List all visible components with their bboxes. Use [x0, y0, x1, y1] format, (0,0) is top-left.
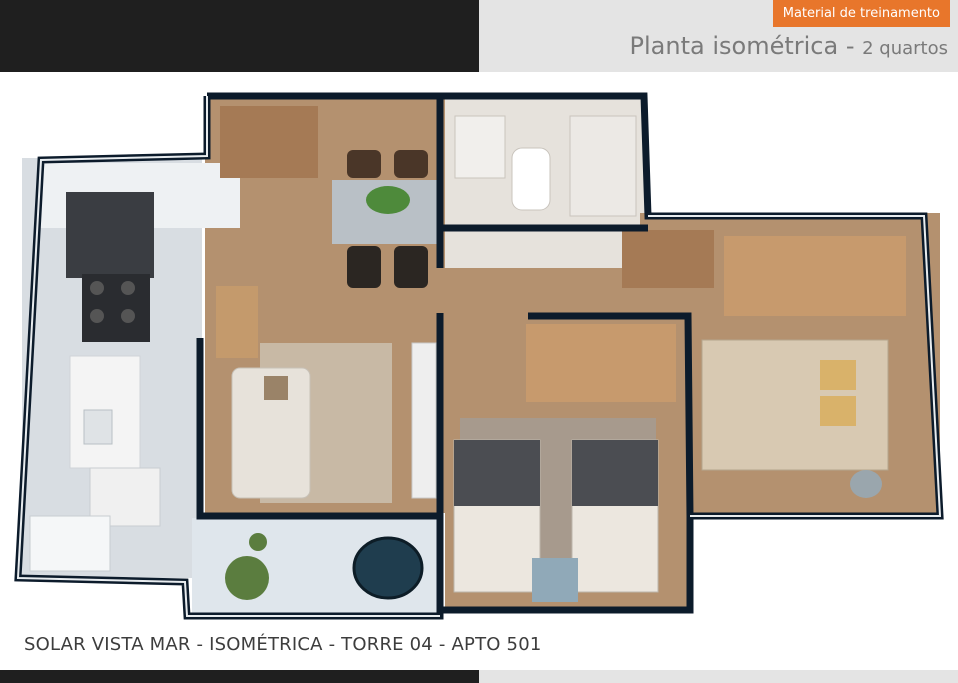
title-separator: - — [838, 32, 863, 60]
cushion — [264, 376, 288, 400]
chair — [394, 246, 428, 288]
footer-light-band — [479, 670, 958, 683]
plant — [850, 470, 882, 498]
closet — [526, 324, 676, 402]
bed-blanket — [454, 440, 540, 506]
bathroom — [454, 115, 637, 217]
inner-wall-lines — [16, 96, 942, 617]
title-sub: 2 quartos — [862, 38, 948, 59]
kitchen-sink — [83, 409, 113, 445]
toilet — [511, 147, 551, 211]
chair — [394, 150, 428, 178]
kitchen — [29, 163, 240, 572]
refrigerator — [66, 192, 154, 278]
burner — [121, 309, 135, 323]
chair — [347, 150, 381, 178]
shower — [569, 115, 637, 217]
bedroom-1 — [453, 324, 676, 602]
wardrobe — [724, 236, 906, 316]
isometric-floor-plan — [14, 92, 944, 620]
bedroom-2 — [622, 230, 906, 498]
training-material-badge: Material de treinamento — [772, 0, 950, 27]
cabinet — [216, 286, 258, 358]
tv-rack — [411, 342, 437, 499]
bathroom-sink — [454, 115, 506, 179]
balcony — [225, 533, 424, 600]
living-room — [216, 106, 438, 503]
nightstand — [532, 558, 578, 602]
header-dark-band — [0, 0, 479, 72]
pillow — [820, 396, 856, 426]
bed-blanket — [572, 440, 658, 506]
pillow — [820, 360, 856, 390]
burner — [90, 309, 104, 323]
chair — [347, 246, 381, 288]
bedroom-door — [622, 230, 714, 288]
plan-caption: SOLAR VISTA MAR - ISOMÉTRICA - TORRE 04 … — [24, 634, 542, 655]
kitchen-wall — [196, 338, 440, 520]
table-plant — [366, 186, 410, 214]
footer-dark-band — [0, 670, 479, 683]
bedroom-1-wall — [528, 312, 694, 517]
hanging-chair — [352, 536, 424, 600]
sofa — [231, 367, 311, 499]
balcony-plant — [249, 533, 267, 551]
burner — [90, 281, 104, 295]
laundry-tank — [29, 515, 111, 572]
burner — [121, 281, 135, 295]
balcony-plant — [225, 556, 269, 600]
entrance-door — [220, 106, 318, 178]
title-main: Planta isométrica — [629, 32, 839, 60]
page-title: Planta isométrica - 2 quartos — [630, 32, 948, 60]
double-bed — [701, 339, 889, 471]
header-light-band: Material de treinamento Planta isométric… — [479, 0, 958, 72]
